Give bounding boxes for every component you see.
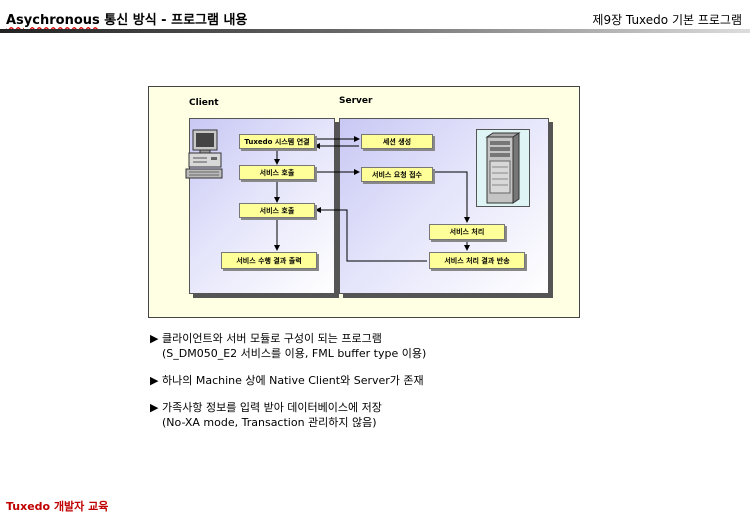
bullet-subtext: (S_DM050_E2 서비스를 이용, FML buffer type 이용) [162, 347, 427, 360]
server-box-return: 서비스 처리 결과 반송 [429, 252, 525, 269]
server-icon [485, 132, 521, 204]
bullet-text: 하나의 Machine 상에 Native Client와 Server가 존재 [162, 374, 424, 387]
bullet-marker-icon: ▶ [150, 401, 159, 414]
bullet-text: 가족사항 정보를 입력 받아 데이터베이스에 저장 [162, 401, 382, 414]
header-title-rest: 통신 방식 - 프로그램 내용 [99, 13, 248, 28]
client-box-call-1: 서비스 호출 [239, 165, 315, 180]
bullet-subtext: (No-XA mode, Transaction 관리하지 않음) [162, 416, 377, 429]
bullet-marker-icon: ▶ [150, 332, 159, 345]
client-box-connect: Tuxedo 시스템 연결 [239, 134, 315, 149]
client-box-output: 서비스 수행 결과 출력 [221, 252, 317, 269]
server-box-session: 세션 생성 [361, 134, 433, 149]
bullet-marker-icon: ▶ [150, 374, 159, 387]
chapter-title: 제9장 Tuxedo 기본 프로그램 [592, 13, 742, 27]
bullet-item: ▶하나의 Machine 상에 Native Client와 Server가 존… [150, 373, 426, 388]
bullet-item: ▶가족사항 정보를 입력 받아 데이터베이스에 저장 (No-XA mode, … [150, 400, 426, 430]
architecture-diagram: Client Server [148, 86, 580, 318]
bullet-item: ▶클라이언트와 서버 모듈로 구성이 되는 프로그램 (S_DM050_E2 서… [150, 331, 426, 361]
bullet-list: ▶클라이언트와 서버 모듈로 구성이 되는 프로그램 (S_DM050_E2 서… [150, 331, 426, 442]
server-label: Server [339, 96, 373, 106]
header-title: Asychronous 통신 방식 - 프로그램 내용 [6, 9, 247, 28]
client-label: Client [189, 98, 219, 108]
header-title-latin: Asychronous [6, 13, 100, 28]
client-box-call-2: 서비스 호출 [239, 203, 315, 218]
bullet-text: 클라이언트와 서버 모듈로 구성이 되는 프로그램 [162, 332, 382, 345]
footer-course-title: Tuxedo 개발자 교육 [6, 500, 109, 513]
server-box-receive: 서비스 요청 접수 [361, 167, 433, 182]
flow-arrows [274, 136, 470, 262]
header-divider [0, 29, 750, 33]
computer-icon [185, 129, 223, 179]
server-box-process: 서비스 처리 [429, 224, 505, 240]
